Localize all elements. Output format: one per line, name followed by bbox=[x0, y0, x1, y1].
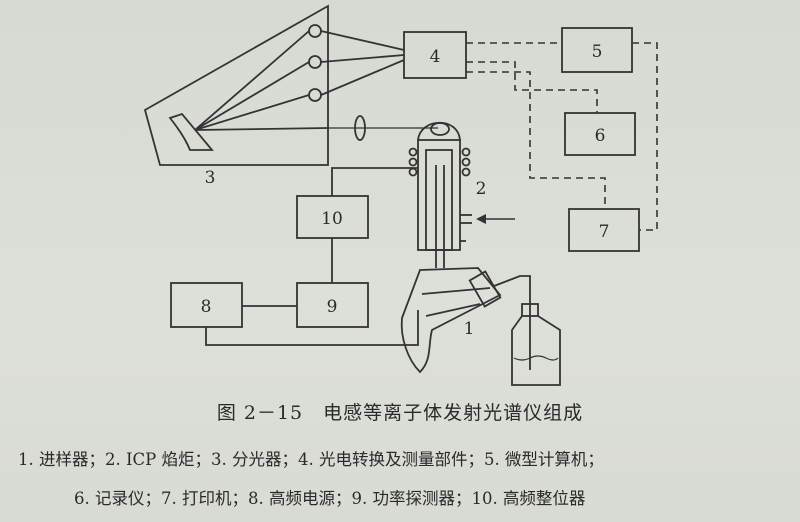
label-3: 3 bbox=[205, 168, 216, 188]
label-2: 2 bbox=[476, 179, 487, 199]
spectrometer-3 bbox=[143, 4, 329, 166]
icp-spectrometer-diagram: 4 5 6 7 10 9 8 3 2 1 bbox=[143, 4, 658, 386]
icp-torch-2 bbox=[408, 121, 472, 268]
label-8: 8 bbox=[201, 297, 212, 317]
legend-line-1: 1. 进样器；2. ICP 焰炬；3. 分光器；4. 光电转换及测量部件；5. … bbox=[18, 450, 604, 469]
lens bbox=[354, 115, 366, 141]
nebulizer-1 bbox=[400, 267, 531, 374]
label-1: 1 bbox=[464, 319, 475, 339]
box-4 bbox=[403, 31, 467, 79]
sample-flask bbox=[511, 300, 561, 386]
label-10: 10 bbox=[321, 209, 343, 229]
label-5: 5 bbox=[592, 42, 603, 62]
label-9: 9 bbox=[327, 297, 338, 317]
label-6: 6 bbox=[595, 126, 606, 146]
box-5 bbox=[561, 27, 633, 73]
figure-title: 图 2－15 电感等离子体发射光谱仪组成 bbox=[216, 402, 584, 424]
legend-line-2: 6. 记录仪；7. 打印机；8. 高频电源；9. 功率探测器；10. 高频整位器 bbox=[74, 489, 586, 508]
label-7: 7 bbox=[599, 222, 610, 242]
box-6 bbox=[564, 112, 636, 156]
label-4: 4 bbox=[430, 47, 441, 67]
